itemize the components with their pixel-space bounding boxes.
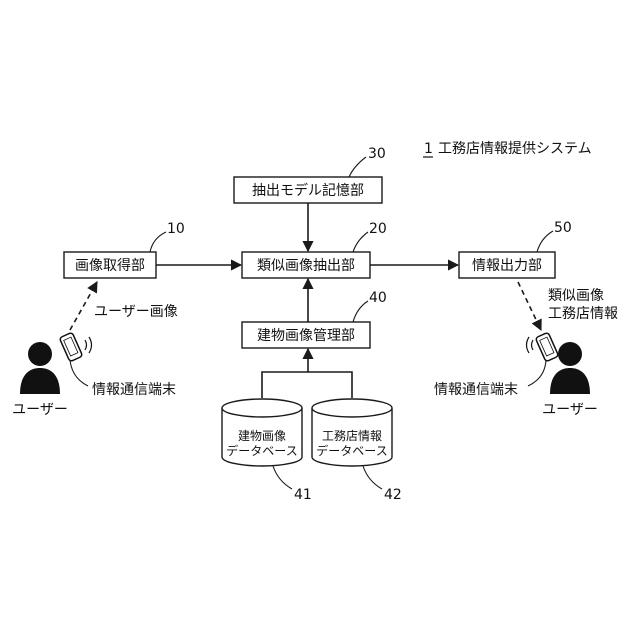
- similar-extraction-ref: 20: [369, 221, 387, 237]
- system-number: 1: [424, 141, 433, 157]
- system-title: 1 工務店情報提供システム: [423, 141, 592, 157]
- right-dashed-arrow: [518, 282, 541, 330]
- database-cylinder-top: [312, 399, 392, 417]
- right-terminal-label: 情報通信端末: [434, 382, 518, 398]
- image-acquisition-unit: 画像取得部 10: [64, 221, 185, 278]
- building-mgmt-ref: 40: [369, 290, 387, 306]
- user-head: [28, 342, 52, 366]
- database-ref: 42: [384, 487, 402, 503]
- contractor-info-database: 工務店情報 データベース 42: [312, 399, 402, 503]
- database-label-line2: データベース: [226, 443, 297, 458]
- model-storage-leader: [349, 157, 366, 177]
- database-cylinder-top: [222, 399, 302, 417]
- right-user-group: 類似画像 工務店情報 ユーザー 情報通信端末: [434, 282, 618, 418]
- right-signal-icon: [527, 337, 534, 353]
- database-label-line1: 工務店情報: [322, 429, 382, 443]
- building-mgmt-leader: [353, 301, 368, 322]
- right-user-label: ユーザー: [542, 402, 598, 418]
- system-title-text: 工務店情報提供システム: [438, 141, 592, 157]
- left-terminal-label: 情報通信端末: [92, 382, 176, 398]
- user-head: [558, 342, 582, 366]
- left-dashed-arrow: [70, 282, 97, 330]
- right-flow-label-line2: 工務店情報: [548, 306, 618, 322]
- database-label-line2: データベース: [316, 443, 387, 458]
- database-leader: [363, 466, 382, 489]
- right-phone-icon: [535, 332, 558, 361]
- left-terminal-leader: [70, 360, 88, 386]
- info-output-leader: [537, 231, 553, 252]
- signal-arc-outer: [89, 337, 92, 353]
- user-body: [20, 368, 60, 394]
- signal-arc-inner: [85, 340, 87, 350]
- left-user-group: ユーザー画像 ユーザー 情報通信端末: [12, 282, 178, 418]
- info-output-unit: 情報出力部 50: [459, 220, 572, 278]
- info-output-label: 情報出力部: [472, 258, 542, 274]
- image-acquisition-label: 画像取得部: [75, 257, 145, 274]
- image-acquisition-leader: [150, 232, 166, 252]
- signal-arc-outer: [527, 337, 530, 353]
- left-flow-label: ユーザー画像: [94, 304, 178, 320]
- similar-extraction-unit: 類似画像抽出部 20: [242, 221, 387, 278]
- info-output-ref: 50: [554, 220, 572, 236]
- left-signal-icon: [85, 337, 92, 353]
- right-flow-label-line1: 類似画像: [548, 288, 604, 304]
- model-storage-label: 抽出モデル記憶部: [252, 182, 364, 199]
- left-user-label: ユーザー: [12, 402, 68, 418]
- database-leader: [273, 466, 292, 489]
- model-storage-unit: 抽出モデル記憶部 30: [234, 146, 386, 203]
- model-storage-ref: 30: [368, 146, 386, 162]
- image-acquisition-ref: 10: [167, 221, 185, 237]
- similar-extraction-label: 類似画像抽出部: [257, 258, 355, 274]
- building-mgmt-label: 建物画像管理部: [257, 328, 355, 344]
- databases-connector: [262, 372, 352, 398]
- user-body: [550, 368, 590, 394]
- right-terminal-leader: [528, 360, 546, 386]
- left-user-icon: [20, 342, 60, 394]
- database-ref: 41: [294, 487, 312, 503]
- building-image-database: 建物画像 データベース 41: [222, 399, 312, 503]
- building-mgmt-unit: 建物画像管理部 40: [242, 290, 387, 348]
- signal-arc-inner: [532, 340, 534, 350]
- database-label-line1: 建物画像: [238, 429, 286, 443]
- similar-extraction-leader: [353, 232, 368, 252]
- left-phone-icon: [59, 332, 82, 361]
